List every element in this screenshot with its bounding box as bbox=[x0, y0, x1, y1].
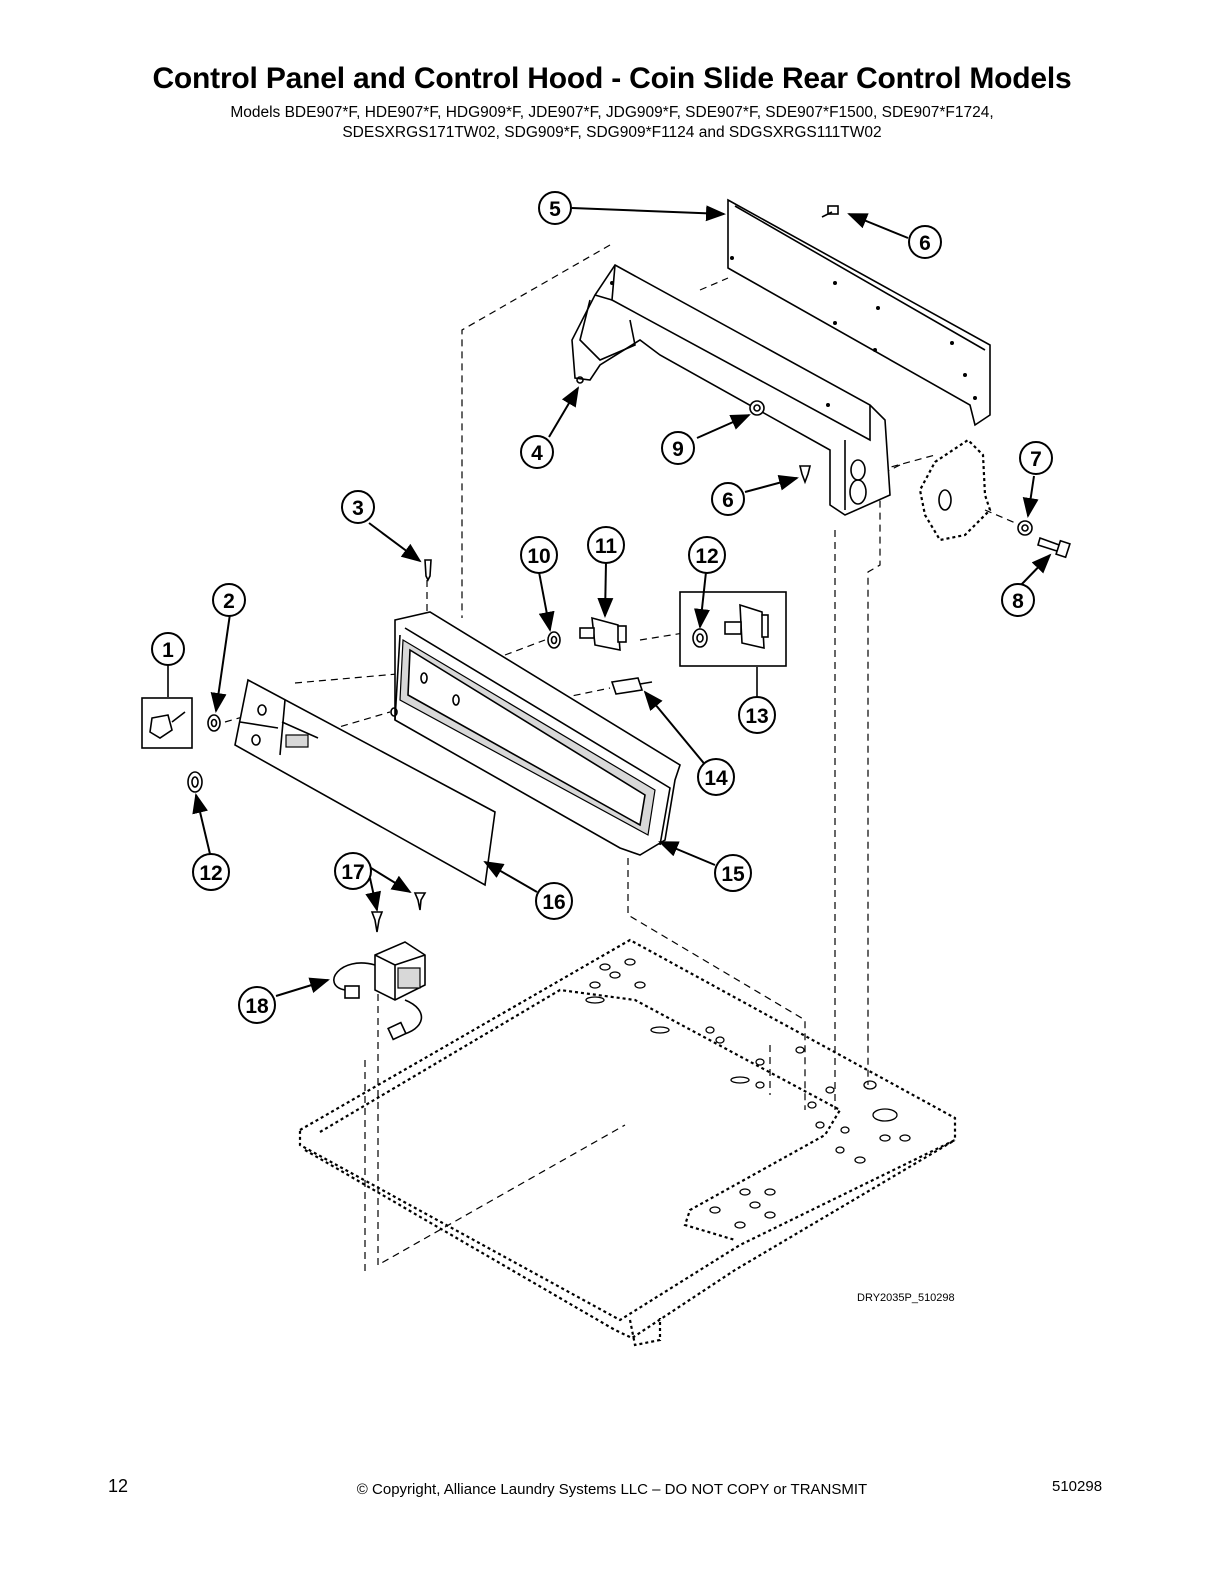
screw-3 bbox=[424, 559, 432, 582]
callout-12-right: 12 bbox=[688, 536, 726, 574]
callout-4: 4 bbox=[520, 435, 554, 469]
nut-12-lower bbox=[187, 771, 203, 793]
callout-5: 5 bbox=[538, 191, 572, 225]
callout-label-16: 16 bbox=[542, 891, 565, 914]
screw-6-mid bbox=[798, 465, 812, 485]
callout-label-5: 5 bbox=[549, 198, 561, 221]
callout-6-top: 6 bbox=[908, 225, 942, 259]
callout-18: 18 bbox=[238, 986, 276, 1024]
control-hood-rear-panel bbox=[727, 198, 991, 427]
callout-16: 16 bbox=[535, 882, 573, 920]
control-hood bbox=[571, 263, 891, 516]
drawing-code: DRY2035P_510298 bbox=[857, 1292, 955, 1304]
dryer-top-panel bbox=[298, 938, 957, 1347]
callout-label-14: 14 bbox=[704, 767, 728, 790]
callout-9: 9 bbox=[661, 431, 695, 465]
callout-2: 2 bbox=[212, 583, 246, 617]
callout-6-mid: 6 bbox=[711, 482, 745, 516]
callout-8: 8 bbox=[1001, 583, 1035, 617]
page-number: 12 bbox=[108, 1476, 129, 1496]
callout-label-17: 17 bbox=[341, 861, 364, 884]
callout-label-15: 15 bbox=[721, 863, 745, 886]
callout-label-18: 18 bbox=[245, 995, 269, 1018]
callout-12-left: 12 bbox=[192, 853, 230, 891]
switch-11 bbox=[579, 616, 627, 651]
washer-10 bbox=[547, 631, 561, 649]
bolt-8 bbox=[1037, 536, 1071, 559]
callout-label-12b: 12 bbox=[199, 862, 222, 885]
callout-label-9: 9 bbox=[672, 438, 684, 461]
callout-label-10: 10 bbox=[527, 545, 550, 568]
indicator-lamp-14 bbox=[610, 677, 653, 695]
callout-label-12a: 12 bbox=[695, 545, 718, 568]
copyright-notice: © Copyright, Alliance Laundry Systems LL… bbox=[356, 1481, 868, 1498]
callout-label-7: 7 bbox=[1030, 448, 1042, 471]
callout-label-6b: 6 bbox=[722, 489, 734, 512]
control-panel-housing bbox=[390, 611, 681, 856]
side-bracket bbox=[918, 438, 1033, 542]
star-washer-9 bbox=[749, 400, 765, 416]
callout-label-2: 2 bbox=[223, 590, 235, 613]
callout-label-13: 13 bbox=[745, 705, 768, 728]
screws-17 bbox=[370, 892, 427, 933]
callout-label-4: 4 bbox=[531, 442, 543, 465]
callout-label-11: 11 bbox=[595, 535, 618, 558]
models-line-2: SDESXRGS171TW02, SDG909*F, SDG909*F1124 … bbox=[342, 124, 882, 141]
knob-assembly-1 bbox=[141, 697, 193, 749]
callout-14: 14 bbox=[697, 758, 735, 796]
callout-3: 3 bbox=[341, 490, 375, 524]
callout-label-6a: 6 bbox=[919, 232, 931, 255]
callout-13: 13 bbox=[738, 696, 776, 734]
control-panel-overlay bbox=[234, 678, 496, 887]
callout-label-1: 1 bbox=[162, 639, 174, 662]
washer-2 bbox=[207, 714, 221, 732]
transformer-18 bbox=[333, 941, 426, 1041]
page-title: Control Panel and Control Hood - Coin Sl… bbox=[152, 62, 1072, 95]
callout-11: 11 bbox=[587, 526, 625, 564]
models-line-1: Models BDE907*F, HDE907*F, HDG909*F, JDE… bbox=[230, 104, 994, 121]
leader-lines bbox=[167, 205, 1052, 997]
callout-1: 1 bbox=[151, 632, 185, 666]
callout-label-8: 8 bbox=[1012, 590, 1024, 613]
callout-10: 10 bbox=[520, 536, 558, 574]
callout-15: 15 bbox=[714, 854, 752, 892]
switch-assembly-13 bbox=[679, 591, 787, 667]
document-number: 510298 bbox=[1052, 1478, 1103, 1495]
callout-label-3: 3 bbox=[352, 497, 364, 520]
screw-6-top bbox=[821, 205, 839, 218]
callout-7: 7 bbox=[1019, 441, 1053, 475]
callout-17: 17 bbox=[334, 852, 372, 890]
